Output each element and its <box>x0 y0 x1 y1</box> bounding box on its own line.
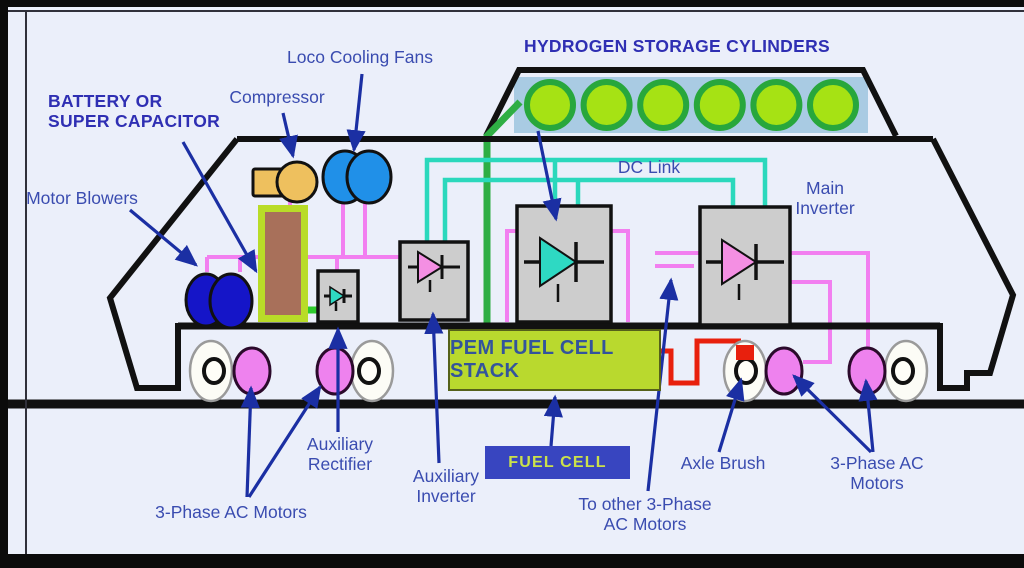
label-compressor: Compressor <box>229 87 325 107</box>
label-to-other-three-phase-ac-motors: To other 3-Phase AC Motors <box>578 494 712 535</box>
main-inverter-box <box>698 205 792 327</box>
auxiliary-rectifier-box <box>316 269 360 324</box>
wheel <box>188 339 234 403</box>
label-auxiliary-inverter: Auxiliary Inverter <box>412 466 480 507</box>
fuel-cell-plate: FUEL CELL <box>485 446 630 479</box>
label-three-phase-ac-motors-left: 3-Phase AC Motors <box>155 502 307 522</box>
loco-cooling-fans <box>321 149 393 205</box>
ac-motor <box>232 346 272 396</box>
motor-blowers <box>184 272 254 330</box>
compressor-unit <box>251 160 319 204</box>
hydrogen-cylinders <box>524 79 859 131</box>
label-motor-blowers: Motor Blowers <box>26 188 138 208</box>
label-loco-cooling-fans: Loco Cooling Fans <box>287 47 433 67</box>
ac-motor <box>764 346 804 396</box>
label-battery-or-super-capacitor: BATTERY OR SUPER CAPACITOR <box>48 91 221 132</box>
hydrogen-storage-rack <box>483 67 899 138</box>
axle-brush <box>736 345 754 360</box>
annotation-arrows <box>128 73 878 498</box>
label-main-inverter: Main Inverter <box>795 178 855 219</box>
axle-brush-wire <box>653 338 741 386</box>
wheel <box>349 339 395 403</box>
label-three-phase-ac-motors-right: 3-Phase AC Motors <box>830 453 924 494</box>
ac-motor <box>315 346 355 396</box>
label-hydrogen-storage-cylinders: HYDROGEN STORAGE CYLINDERS <box>524 36 830 56</box>
wheel-with-axle-brush <box>722 339 768 403</box>
pem-fuel-cell-stack-plate: PEM FUEL CELL STACK <box>448 329 661 391</box>
fuel-cell-converter-box <box>515 204 613 324</box>
label-auxiliary-rectifier: Auxiliary Rectifier <box>306 434 374 475</box>
label-dc-link: DC Link <box>617 157 681 177</box>
battery-super-capacitor <box>258 205 308 322</box>
label-axle-brush: Axle Brush <box>680 453 766 473</box>
dc-link-bus <box>424 157 768 244</box>
wheel <box>883 339 929 403</box>
auxiliary-inverter-box <box>398 240 470 322</box>
